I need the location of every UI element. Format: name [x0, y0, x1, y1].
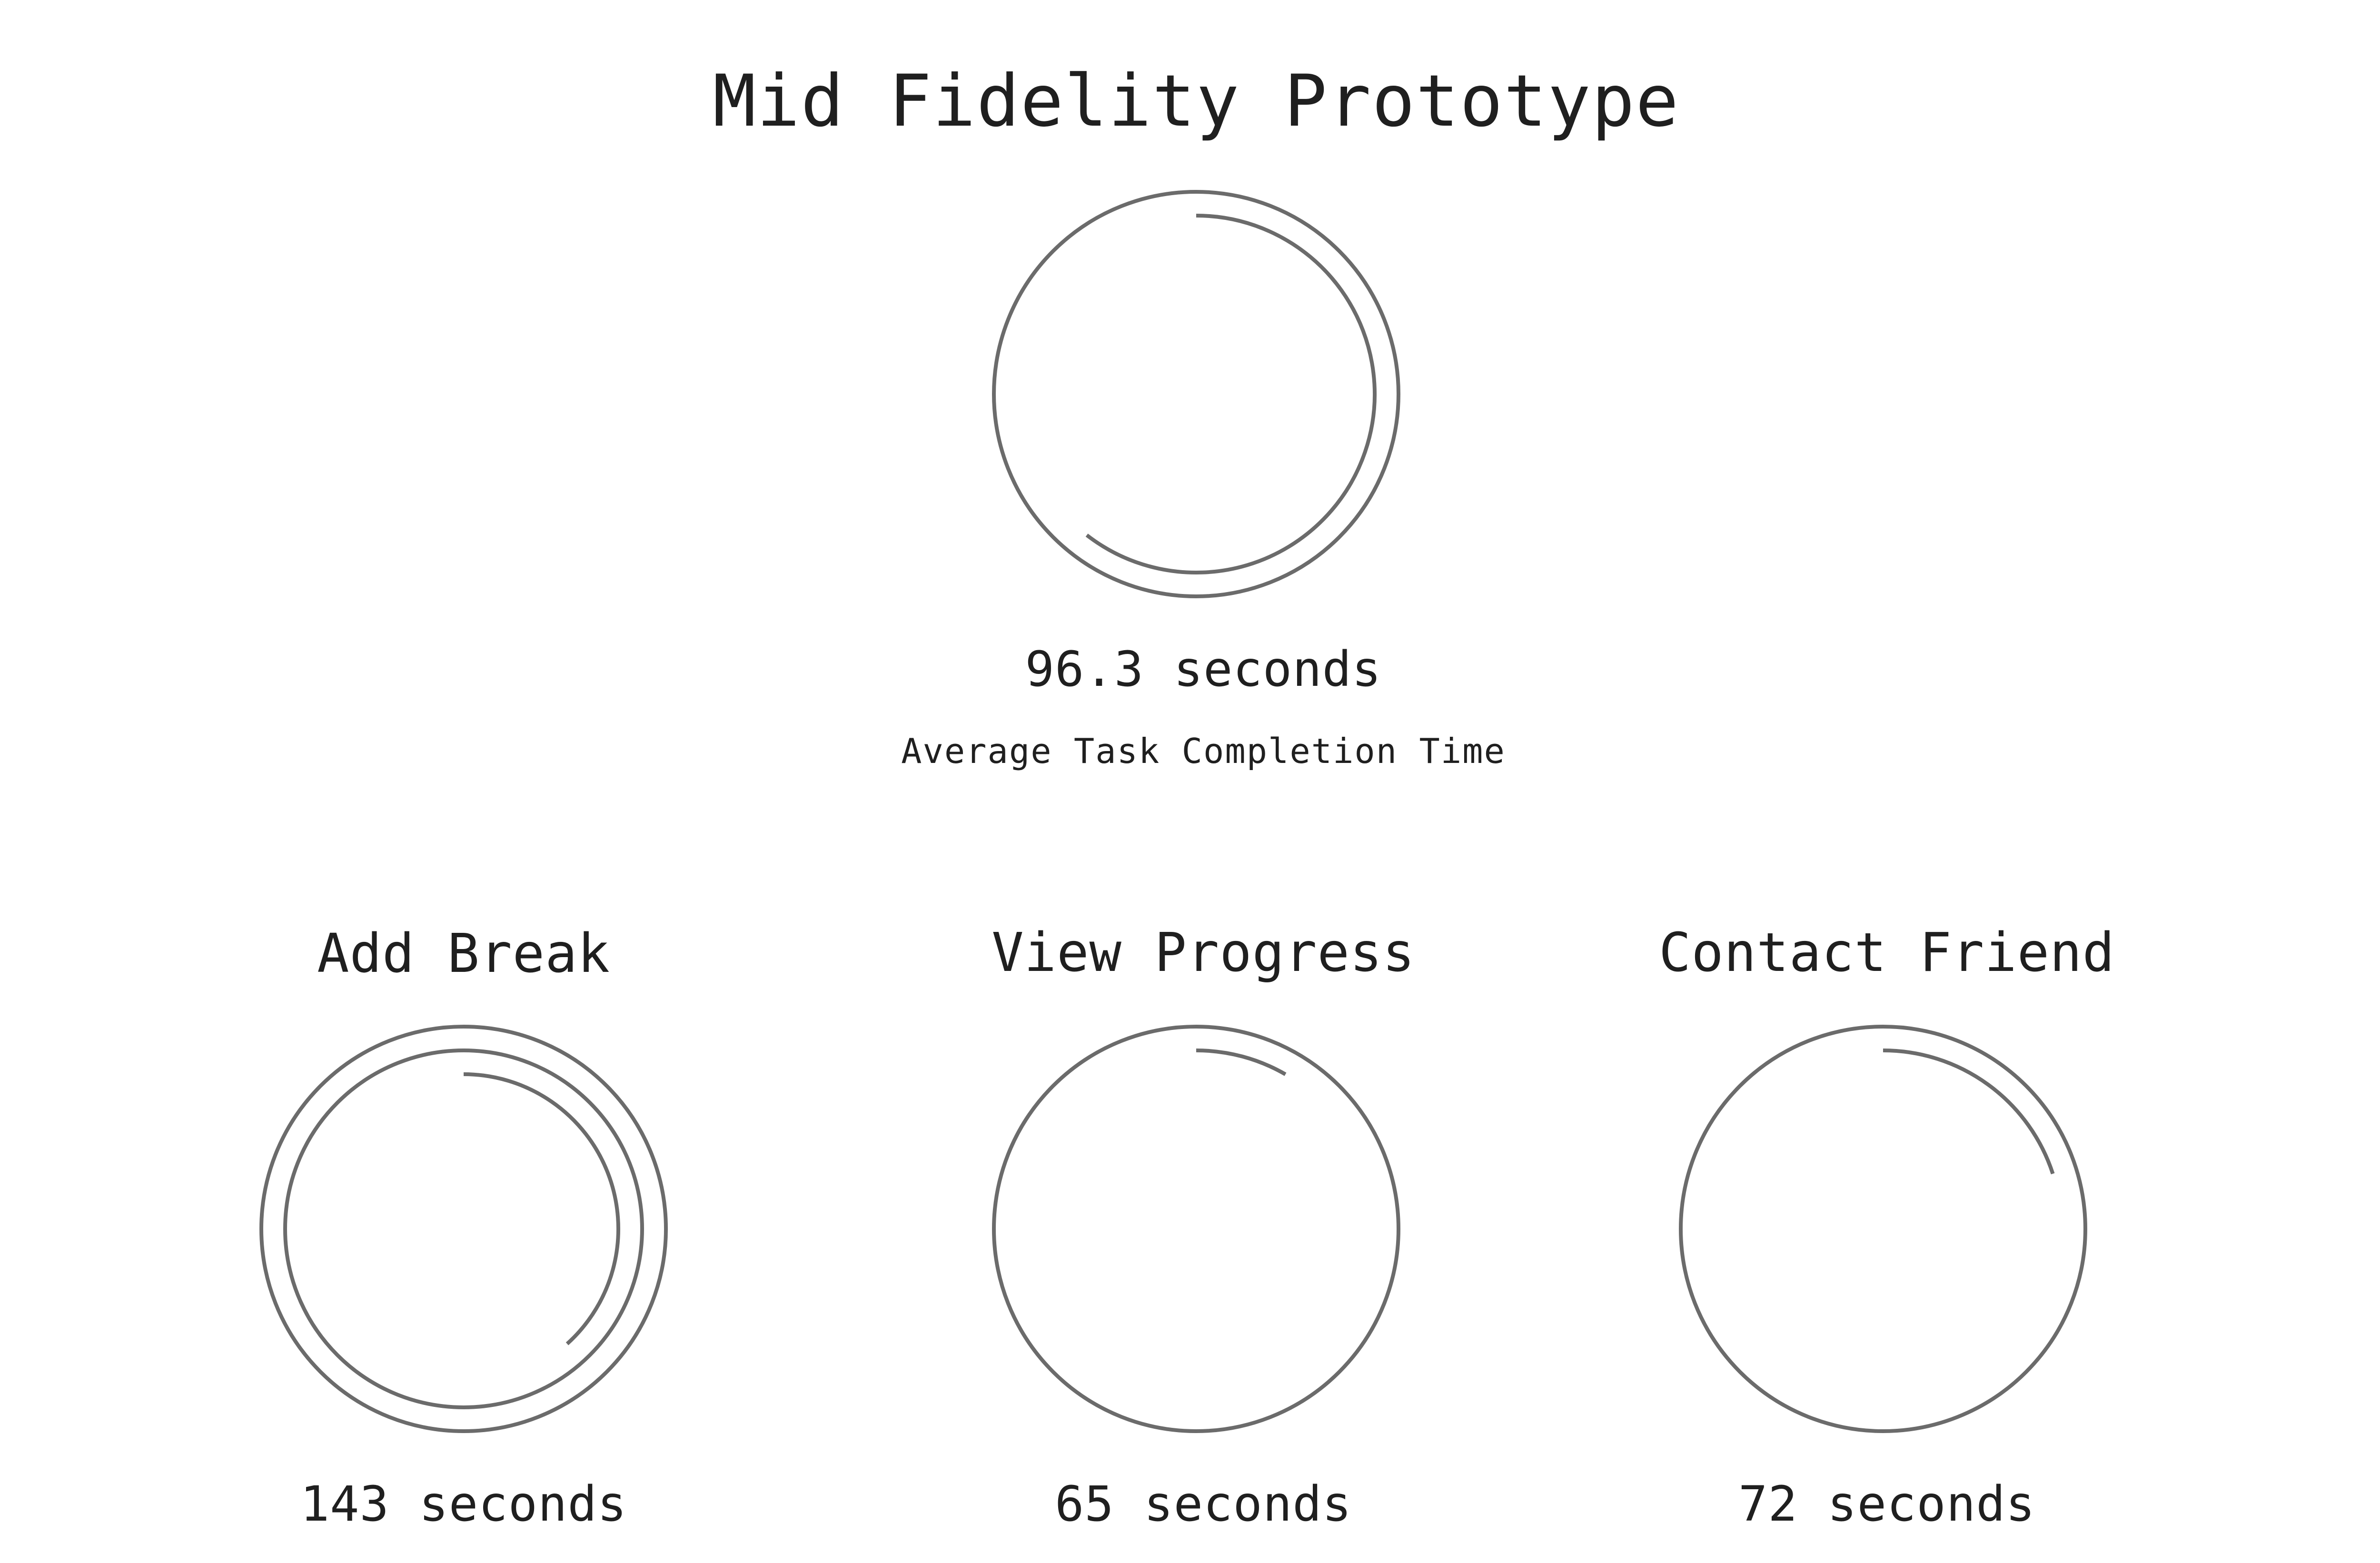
summary-value-label: 96.3 seconds [1025, 641, 1382, 698]
task-value-view-progress: 65 seconds [1054, 1476, 1352, 1533]
ring-view-progress-2 [1196, 1049, 1287, 1076]
ring-add-break-2 [283, 1049, 644, 1409]
ring-summary-1 [992, 190, 1400, 598]
task-value-contact-friend: 72 seconds [1738, 1476, 2036, 1533]
summary-caption: Average Task Completion Time [901, 731, 1506, 771]
ring-add-break-1 [259, 1025, 668, 1433]
ring-contact-friend-1 [1679, 1025, 2087, 1433]
task-title-view-progress: View Progress [992, 922, 1415, 984]
task-value-add-break: 143 seconds [300, 1476, 627, 1533]
ring-contact-friend-2 [1883, 1049, 2055, 1175]
page-title: Mid Fidelity Prototype [713, 60, 1680, 143]
task-title-add-break: Add Break [317, 923, 610, 985]
ring-add-break-3 [463, 1072, 620, 1345]
ring-view-progress-1 [992, 1025, 1400, 1433]
ring-summary-2 [1085, 214, 1377, 574]
task-title-contact-friend: Contact Friend [1658, 922, 2115, 984]
